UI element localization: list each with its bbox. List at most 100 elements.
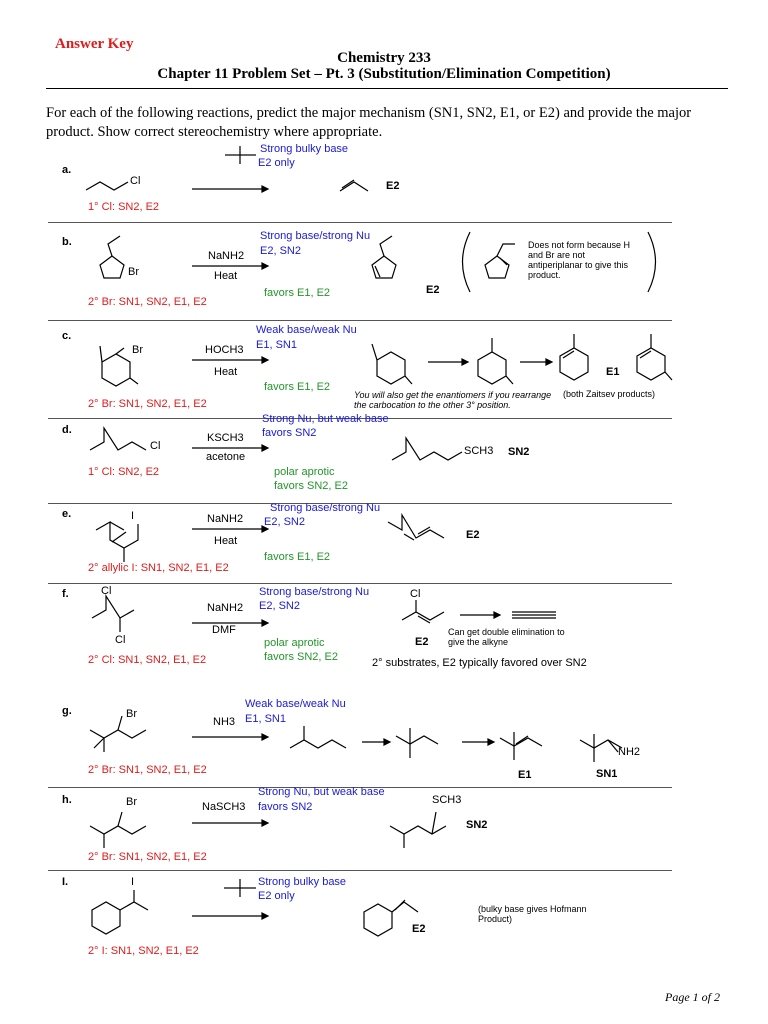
substrate-a-structure <box>85 181 129 191</box>
product-note-c: (both Zaitsev products) <box>563 389 656 399</box>
product-label-f: E2 <box>415 636 429 648</box>
note2-b: E2, SN2 <box>260 245 301 257</box>
substrate-h-halogen: Br <box>126 796 137 808</box>
classification-i: 2° I: SN1, SN2, E1, E2 <box>88 945 199 957</box>
classification-c: 2° Br: SN1, SN2, E1, E2 <box>88 398 207 410</box>
substrate-i-halogen: I <box>131 876 135 888</box>
reagent-f: NaNH2 <box>207 602 244 614</box>
reagent-b: NaNH2 <box>208 250 245 262</box>
substrate-e-structure <box>95 520 139 549</box>
substrate-d-structure <box>89 425 147 451</box>
product-group-h: SCH3 <box>432 794 462 806</box>
substrate-b-halogen: Br <box>128 266 139 278</box>
substrate-b-structure <box>99 255 125 279</box>
bracket-right <box>647 231 657 293</box>
favors-c: favors E1, E2 <box>264 381 331 393</box>
note1-d: Strong Nu, but weak base <box>262 413 389 425</box>
reagent-h: NaSCH3 <box>202 801 246 813</box>
reagent-d: KSCH3 <box>207 432 244 444</box>
product-group-d: SCH3 <box>464 445 494 457</box>
divider <box>48 222 672 223</box>
note2-g: E1, SN1 <box>245 713 286 725</box>
problem-label-d: d. <box>62 424 72 436</box>
note1-i: Strong bulky base <box>258 876 347 888</box>
classification-a: 1° Cl: SN2, E2 <box>88 201 160 213</box>
instructions: For each of the following reactions, pre… <box>46 105 692 140</box>
product-group-g: NH2 <box>618 746 641 758</box>
favors-f: polar aprotic <box>264 637 325 649</box>
substrate-g-halogen: Br <box>126 708 137 720</box>
condition-f: DMF <box>212 624 236 636</box>
carbocation-g2 <box>395 735 439 745</box>
condition-b: Heat <box>214 270 238 282</box>
classification-e: 2° allylic I: SN1, SN2, E1, E2 <box>88 562 229 574</box>
problem-label-a: a. <box>62 164 72 176</box>
divider <box>48 320 672 321</box>
aside-b: Does not form because H and Br are not a… <box>528 240 631 280</box>
favors-d: polar aprotic <box>274 466 335 478</box>
product-c2 <box>636 347 666 381</box>
product-label-g-1: E1 <box>518 769 532 781</box>
bracket-left <box>461 231 471 293</box>
substrate-f-halogen-1: Cl <box>101 585 112 597</box>
product-d-structure <box>391 435 463 461</box>
product-i-structure <box>363 903 393 937</box>
note1-c: Weak base/weak Nu <box>256 324 357 336</box>
product-group-f: Cl <box>410 588 421 600</box>
problem-label-c: c. <box>62 330 72 342</box>
problem-label-f: f. <box>62 588 69 600</box>
note1-h: Strong Nu, but weak base <box>258 786 385 798</box>
divider <box>48 418 672 419</box>
carbocation-c2 <box>477 351 507 385</box>
note2-c: E1, SN1 <box>256 339 297 351</box>
classification-b: 2° Br: SN1, SN2, E1, E2 <box>88 296 207 308</box>
problem-label-g: g. <box>62 705 72 717</box>
substrate-d-halogen: Cl <box>150 440 161 452</box>
reagent-g: NH3 <box>213 716 236 728</box>
mechanism-note-a: E2 only <box>258 157 295 169</box>
header-rule <box>46 88 728 89</box>
condition-e: Heat <box>214 535 238 547</box>
product-label-d: SN2 <box>508 446 530 458</box>
footnote-c: You will also get the enantiomers if you… <box>354 390 552 410</box>
note1-b: Strong base/strong Nu <box>260 230 371 242</box>
substrate-g-structure <box>89 729 147 739</box>
substrate-c-structure <box>101 353 131 387</box>
product-c1 <box>559 347 589 381</box>
condition-c: Heat <box>214 366 238 378</box>
product-label-a: E2 <box>386 180 400 192</box>
product-label-h: SN2 <box>466 819 488 831</box>
course-title: Chemistry 233 <box>337 50 431 66</box>
product-g-alkene <box>499 737 543 747</box>
classification-f: 2° Cl: SN1, SN2, E1, E2 <box>88 654 207 666</box>
answer-key-heading: Answer Key <box>55 36 134 52</box>
condition-note-a: Strong bulky base <box>260 143 349 155</box>
substrate-h-structure <box>89 825 147 835</box>
classification-h: 2° Br: SN1, SN2, E1, E2 <box>88 851 207 863</box>
note1-e: Strong base/strong Nu <box>270 502 381 514</box>
problem-set-title: Chapter 11 Problem Set – Pt. 3 (Substitu… <box>157 66 611 82</box>
product-e-structure <box>387 512 445 539</box>
product-label-c: E1 <box>606 366 620 378</box>
classification-g: 2° Br: SN1, SN2, E1, E2 <box>88 764 207 776</box>
classification-d: 1° Cl: SN2, E2 <box>88 466 160 478</box>
product-label-e: E2 <box>466 529 480 541</box>
product-a-structure <box>339 181 369 192</box>
note2-f: E2, SN2 <box>259 600 300 612</box>
problem-label-i: I. <box>62 876 69 888</box>
aside-f: Can get double elimination to give the a… <box>448 627 565 647</box>
product-label-i: E2 <box>412 923 426 935</box>
note2-d: favors SN2 <box>262 427 317 439</box>
divider <box>48 870 672 871</box>
condition-d: acetone <box>206 451 246 463</box>
product-h-structure <box>389 825 447 835</box>
note1-g: Weak base/weak Nu <box>245 698 346 710</box>
substrate-e-halogen: I <box>131 510 135 522</box>
favors-e: favors E1, E2 <box>264 551 331 563</box>
substrate-i-structure <box>91 901 121 935</box>
reagent-c: HOCH3 <box>205 344 244 356</box>
aside-i: (bulky base gives Hofmann Product) <box>478 904 587 924</box>
favors-b: favors E1, E2 <box>264 287 331 299</box>
substrate-c-halogen: Br <box>132 344 143 356</box>
